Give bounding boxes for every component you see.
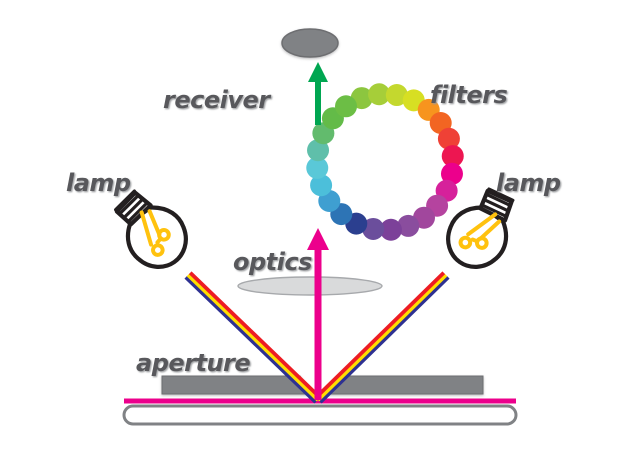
filter-circle[interactable] [397,214,420,237]
filter-circle[interactable] [385,84,408,107]
optics-lens [237,276,383,296]
filter-circle[interactable] [379,218,402,241]
beam-stripe-red [188,271,322,400]
filter-wheel [306,83,464,241]
filter-circle[interactable] [310,174,333,197]
bulb-filament [458,212,502,250]
beam-stripe-blue [184,275,318,404]
beam-stripe-red [314,271,446,400]
label-lamp_left: lamp [66,169,131,197]
sample-beam-arrow [307,228,329,400]
receiver-detector [281,28,339,58]
filter-circle[interactable] [362,217,385,240]
illumination-beams [184,271,450,404]
light-beam-left [184,271,322,404]
aperture-group [161,375,484,395]
bulb-base [478,187,515,223]
beam-stripe-yellow [316,273,448,402]
beam-stripe-blue [318,275,450,404]
filter-circle[interactable] [368,83,391,106]
label-receiver: receiver [163,86,272,114]
filter-circle[interactable] [437,127,460,150]
label-optics: optics [233,248,312,276]
green-beam-arrow [308,62,328,125]
lamp-left[interactable] [104,179,197,278]
sample-stage-group [122,398,518,426]
filter-circle[interactable] [441,145,464,168]
filter-circle[interactable] [440,162,463,185]
lamp-group [104,179,529,278]
green-beam-arrow-shape [308,62,328,125]
optics-group [237,276,383,296]
label-lamp_right: lamp [496,169,561,197]
beam-stripe-yellow [186,273,320,402]
lamp-right[interactable] [436,179,529,278]
bulb-filament [139,209,171,257]
aperture-bar-right [325,375,484,395]
label-aperture: aperture [136,349,250,377]
sample-beam [307,228,329,400]
bulb-base [114,189,153,227]
filter-circle[interactable] [306,156,329,179]
sample-stage [122,404,518,426]
filter-circle[interactable] [307,139,330,162]
label-filters: filters [430,81,507,109]
bulb-glass [446,205,509,269]
diagram-labels: receiver filters lamp lamp optics aperture [66,81,561,377]
light-beam-right [314,271,450,404]
filter-circle[interactable] [335,95,357,118]
receiver-group [281,28,339,58]
